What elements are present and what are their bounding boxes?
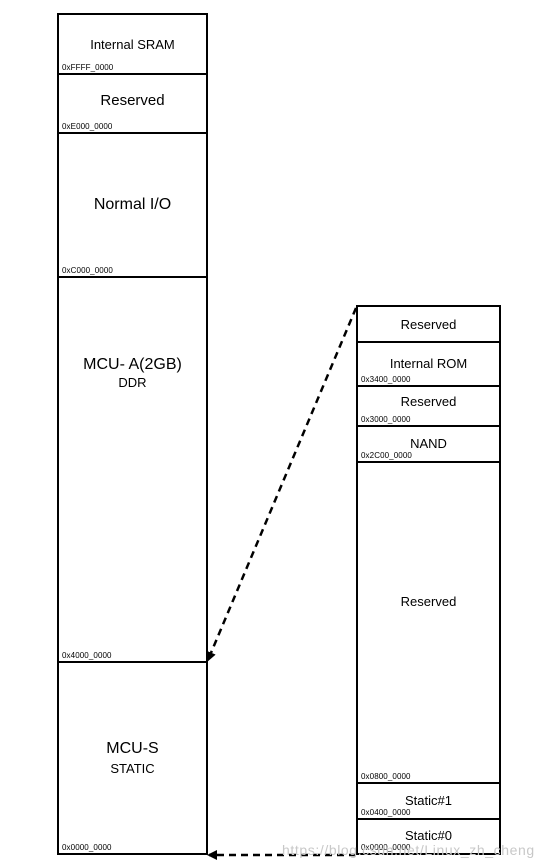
block-address: 0x3000_0000 [361,415,411,424]
left-block-mcu-s-static: MCU-S STATIC 0x0000_0000 [57,661,208,855]
block-address: 0xE000_0000 [62,122,113,131]
block-label: MCU- A(2GB) [83,356,182,373]
block-address: 0x3400_0000 [361,375,411,384]
right-block-reserved-mid: Reserved 0x3000_0000 [356,385,501,427]
left-block-internal-sram: Internal SRAM 0xFFFF_0000 [57,13,208,75]
right-block-reserved-large: Reserved 0x0800_0000 [356,461,501,784]
block-address: 0x0400_0000 [361,808,411,817]
block-address: 0x0000_0000 [361,843,411,852]
block-label: Internal SRAM [90,37,175,52]
block-label: Reserved [400,317,457,332]
block-address: 0xC000_0000 [62,266,113,275]
block-sublabel: DDR [118,375,147,390]
block-label: Reserved [400,594,457,609]
block-address: 0xFFFF_0000 [62,63,114,72]
block-label: NAND [410,436,447,451]
upper-dashed-arrow [206,307,358,662]
block-label: MCU-S [106,740,159,757]
block-label: Reserved [400,394,457,409]
block-address: 0x4000_0000 [62,651,112,660]
block-sublabel: STATIC [110,761,155,776]
block-label: Static#1 [405,793,452,808]
watermark: https://blog.csdn.net/Linux_zh_cheng [282,842,535,858]
block-label: Internal ROM [389,356,468,371]
block-address: 0x0800_0000 [361,772,411,781]
block-label: Static#0 [405,828,452,843]
right-block-static-0: Static#0 0x0000_0000 [356,818,501,855]
block-address: 0x2C00_0000 [361,451,412,460]
block-address: 0x0000_0000 [62,843,112,852]
block-label: Normal I/O [93,196,172,213]
block-label: Reserved [100,92,165,109]
